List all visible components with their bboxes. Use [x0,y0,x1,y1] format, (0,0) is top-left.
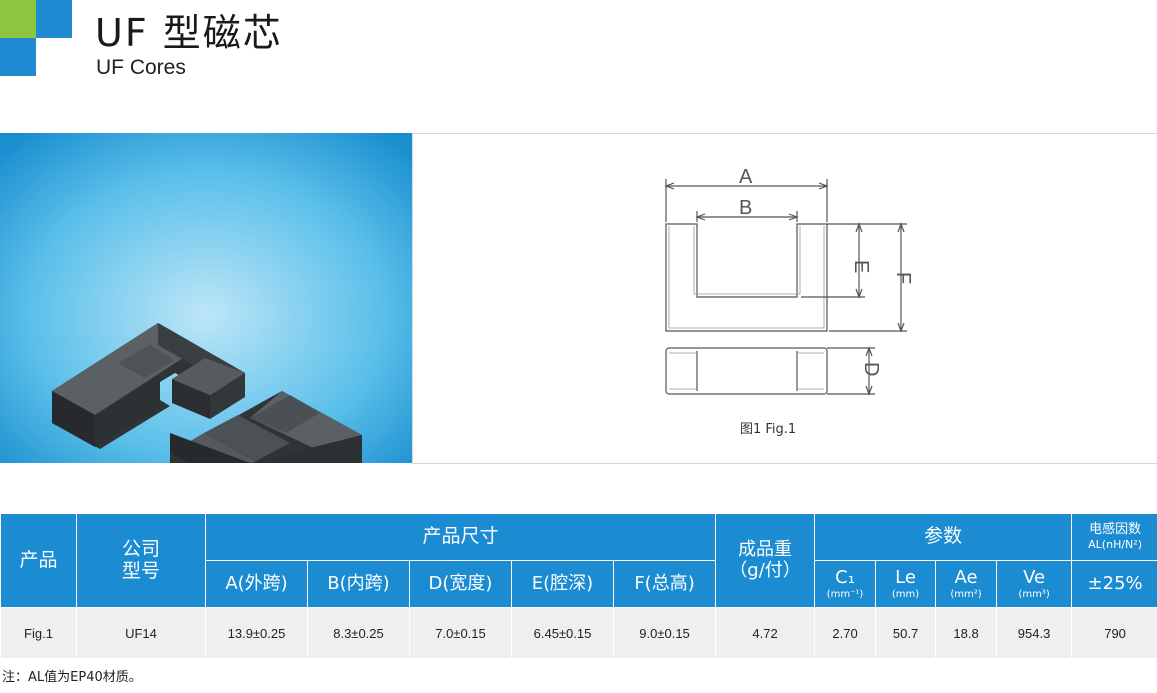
table-row: Fig.1 UF14 13.9±0.25 8.3±0.25 7.0±0.15 6… [1,608,1157,658]
header-dimensions: 产品尺寸 [206,514,716,560]
header-ae: Ae (mm²) [936,561,997,607]
dimension-drawing-svg: A B E F D [664,166,914,396]
cell-product: Fig.1 [1,608,76,658]
cell-dim-f: 9.0±0.15 [614,608,716,658]
footnote: 注：AL值为EP40材质。 [2,670,142,685]
page-subtitle: UF Cores [96,56,186,79]
cell-dim-e: 6.45±0.15 [512,608,613,658]
header-company-line: 公司 [121,537,160,560]
header-c1-unit: (mm⁻¹) [826,588,864,600]
header-dim-e: E(腔深) [512,561,613,607]
spec-table: 产品 公司 型号 产品尺寸 成品重 （g/付） 参数 电感因数 AL(nH/N²… [0,513,1157,659]
cell-le: 50.7 [876,608,936,658]
header-model-line: 型号 [121,559,160,582]
cell-ve: 954.3 [997,608,1072,658]
header-dim-b: B(内跨) [308,561,409,607]
header-ae-label: Ae [954,566,978,588]
header-le: Le (mm) [876,561,936,607]
header-al-line2: AL(nH/N²) [1088,537,1142,551]
technical-drawing: A B E F D [412,133,1157,464]
cell-dim-b: 8.3±0.25 [308,608,409,658]
header-ae-unit: (mm²) [950,588,982,600]
header-ve-label: Ve [1023,566,1046,588]
header-dim-f: F(总高) [614,561,716,607]
header-params: 参数 [815,514,1072,560]
header-weight-line2: （g/付） [729,559,801,581]
header-c1: C₁ (mm⁻¹) [815,561,876,607]
header-weight-line1: 成品重 [738,538,793,560]
figure-caption: 图1 Fig.1 [740,422,797,437]
label-dim-a: A [739,166,753,188]
header-le-label: Le [895,566,916,588]
label-dim-b: B [739,197,752,219]
product-photo [0,133,412,463]
header-ve: Ve (mm³) [997,561,1072,607]
header-dim-a: A(外跨) [206,561,307,607]
page-title: UF 型磁芯 [95,11,283,55]
brand-logo [0,0,72,76]
header-company-model: 公司 型号 [77,514,205,607]
cell-weight: 4.72 [716,608,815,658]
header-al-line1: 电感因数 [1089,521,1142,537]
header-product: 产品 [1,514,76,607]
header-c1-label: C₁ [835,566,855,588]
cell-ae: 18.8 [936,608,997,658]
label-dim-f: F [892,272,914,284]
header-weight: 成品重 （g/付） [716,514,815,607]
header-dim-d: D(宽度) [410,561,511,607]
label-dim-d: D [860,362,882,376]
header-al-tolerance: ±25% [1072,561,1157,607]
cell-model: UF14 [77,608,205,658]
label-dim-e: E [850,260,872,273]
cell-dim-a: 13.9±0.25 [206,608,307,658]
cell-c1: 2.70 [815,608,876,658]
cell-dim-d: 7.0±0.15 [410,608,511,658]
header-al: 电感因数 AL(nH/N²) [1072,514,1157,560]
cell-al: 790 [1072,608,1157,658]
core-left [52,323,245,449]
header-ve-unit: (mm³) [1018,588,1050,600]
header-le-unit: (mm) [891,588,920,600]
core-right [170,391,362,463]
